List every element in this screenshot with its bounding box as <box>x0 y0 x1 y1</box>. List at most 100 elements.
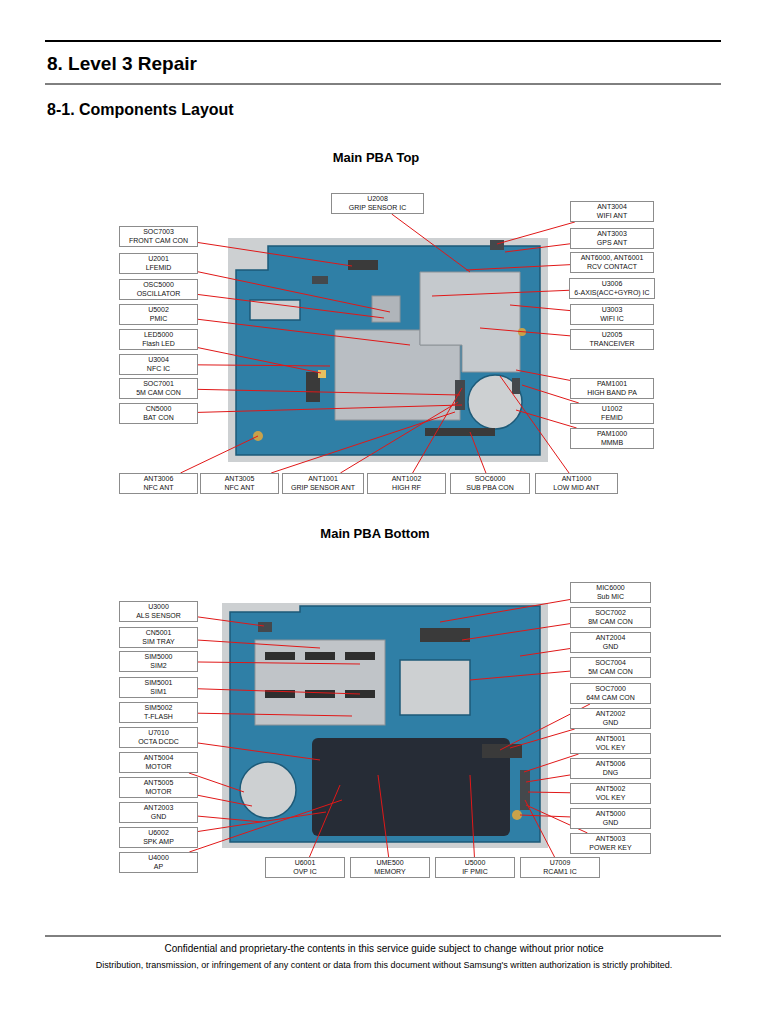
part-number: U5000 <box>465 859 486 867</box>
part-name: GND <box>603 643 619 651</box>
part-name: 5M CAM CON <box>136 389 181 397</box>
part-number: U4000 <box>148 854 169 862</box>
leader-line <box>198 405 462 412</box>
leader-line <box>462 624 570 640</box>
part-number: U2008 <box>367 195 388 203</box>
part-number: U2005 <box>602 331 623 339</box>
foam-pad <box>312 738 510 836</box>
part-name: VOL KEY <box>596 794 626 802</box>
part-name: RCAM1 IC <box>543 868 576 876</box>
leader-line <box>198 389 460 395</box>
callout-box: ANT3003GPS ANT <box>570 228 654 249</box>
part-name: NFC IC <box>147 365 170 373</box>
leader-line <box>340 402 458 473</box>
sim-slot <box>345 652 375 660</box>
part-number: SOC7003 <box>143 228 174 236</box>
part-number: ANT5006 <box>596 760 626 768</box>
header-rule <box>45 40 721 42</box>
part-name: OSCILLATOR <box>137 290 181 298</box>
metal-shield <box>372 296 400 322</box>
part-name: FEMID <box>601 414 623 422</box>
part-number: U3003 <box>602 306 623 314</box>
part-name: MEMORY <box>374 868 405 876</box>
callout-box: CN5001SIM TRAY <box>119 627 198 648</box>
callout-box: U1002FEMID <box>570 403 654 424</box>
part-name: HIGH RF <box>392 484 421 492</box>
leader-line <box>500 376 569 473</box>
leader-line <box>271 412 455 473</box>
part-name: 6-AXIS(ACC+GYRO) IC <box>574 289 649 297</box>
leader-line <box>526 775 570 782</box>
leader-line <box>198 617 264 626</box>
leader-line <box>470 671 570 680</box>
leader-line <box>198 348 321 373</box>
callout-box: SOC7003FRONT CAM CON <box>119 226 198 247</box>
part-name: Flash LED <box>142 340 175 348</box>
leader-line <box>440 600 570 622</box>
part-number: ANT5003 <box>596 835 626 843</box>
section-heading: 8-1. Components Layout <box>47 101 234 119</box>
callout-box: UME500MEMORY <box>350 857 430 878</box>
photo-background <box>228 238 548 462</box>
leader-line <box>198 272 390 312</box>
part-name: GND <box>603 719 619 727</box>
leader-line <box>198 294 384 318</box>
component <box>312 276 328 284</box>
footer-note: Distribution, transmission, or infringem… <box>96 960 672 970</box>
leader-line <box>198 640 320 648</box>
part-name: Sub MIC <box>597 593 624 601</box>
leader-line <box>198 816 262 822</box>
callout-box: U2005TRANCEIVER <box>570 329 654 350</box>
part-number: UME500 <box>376 859 403 867</box>
callout-box: U3000ALS SENSOR <box>119 601 198 622</box>
connector <box>306 372 320 402</box>
leader-line <box>198 662 360 664</box>
part-name: POWER KEY <box>589 844 631 852</box>
part-name: GPS ANT <box>597 239 627 247</box>
header-rule <box>45 84 721 85</box>
leader-line <box>392 214 470 272</box>
part-name: SIM2 <box>150 662 166 670</box>
part-name: WIFI ANT <box>597 212 627 220</box>
part-name: SIM TRAY <box>142 638 174 646</box>
callout-box: SOC6000SUB PBA CON <box>450 473 530 494</box>
leader-line <box>516 370 570 380</box>
part-number: ANT3006 <box>144 475 174 483</box>
leader-line <box>198 812 326 831</box>
leader-line <box>198 365 330 366</box>
part-name: ALS SENSOR <box>136 612 181 620</box>
part-number: SIM5001 <box>144 679 172 687</box>
part-number: ANT1000 <box>562 475 592 483</box>
part-number: U7010 <box>148 729 169 737</box>
part-number: MIC6000 <box>596 584 624 592</box>
callout-box: SOC70045M CAM CON <box>570 657 651 678</box>
callout-box: U30066-AXIS(ACC+GYRO) IC <box>569 278 655 299</box>
antenna-pad <box>518 328 526 336</box>
callout-box: U7009RCAM1 IC <box>520 857 600 878</box>
part-number: SOC7001 <box>143 380 174 388</box>
photo-background <box>222 603 548 848</box>
footer-note: Confidential and proprietary-the content… <box>164 943 603 955</box>
part-name: SPK AMP <box>143 838 174 846</box>
part-name: TRANCEIVER <box>589 340 634 348</box>
callout-box: ANT5001VOL KEY <box>570 733 651 754</box>
part-name: LFEMID <box>146 264 172 272</box>
leader-line <box>198 689 360 694</box>
callout-box: SIM5001SIM1 <box>119 677 198 698</box>
part-name: FRONT CAM CON <box>129 237 188 245</box>
leader-line <box>413 388 462 473</box>
part-number: U7009 <box>550 859 571 867</box>
part-name: OCTA DCDC <box>138 738 179 746</box>
leader-line <box>180 436 258 473</box>
part-number: U5002 <box>148 306 169 314</box>
part-name: MOTOR <box>146 763 172 771</box>
callout-box: OSC5000OSCILLATOR <box>119 279 198 300</box>
leader-line <box>510 305 570 311</box>
part-name: 5M CAM CON <box>588 668 633 676</box>
part-number: SOC7002 <box>595 609 626 617</box>
leader-line <box>497 222 575 244</box>
part-number: U6001 <box>295 859 316 867</box>
component <box>455 380 465 410</box>
part-name: MOTOR <box>146 788 172 796</box>
